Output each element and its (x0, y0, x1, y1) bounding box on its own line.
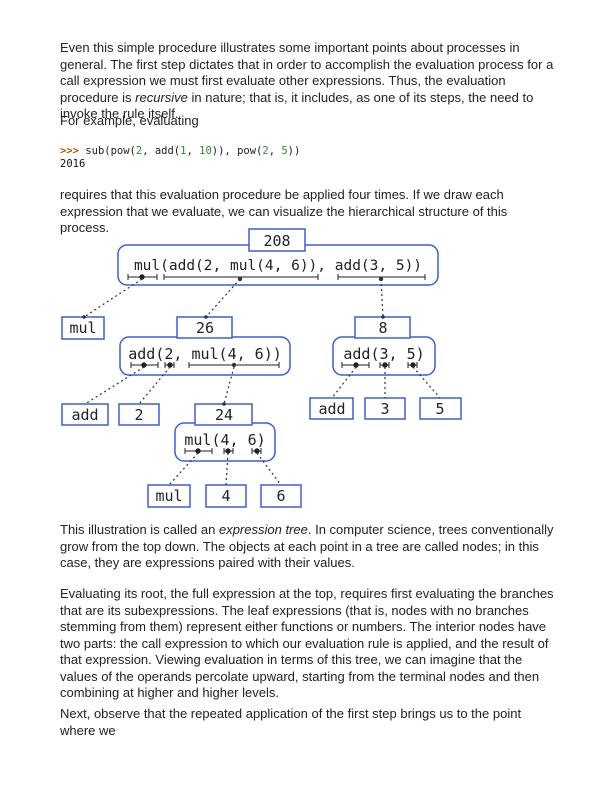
leaf-add-box (61, 403, 109, 426)
code-prompt: >>> (60, 145, 79, 157)
para1-text-end: in nature; that is, it includes, as one … (60, 89, 534, 122)
para1-text: Even this simple procedure illustrates s… (60, 40, 554, 105)
paragraph-recursion: Even this simple procedure illustrates s… (60, 40, 560, 123)
code-number: 10 (199, 145, 212, 157)
n8-value-text: 8 (378, 319, 387, 337)
code-input-line: >>> sub(pow(2, add(1, 10)), pow(2, 5)) (60, 145, 560, 158)
leaf-6-text: 6 (276, 487, 285, 505)
leaf-add-box-2 (309, 397, 354, 420)
paragraph-expression-tree: This illustration is called an expressio… (60, 522, 560, 572)
root-value-box (248, 228, 306, 252)
code-number: 5 (281, 145, 288, 157)
leaf-2-text: 2 (134, 406, 143, 424)
leaf-6-box (260, 484, 302, 508)
leaf-4-box (205, 484, 247, 508)
code-number: 2 (262, 145, 269, 157)
root-value-text: 208 (263, 232, 290, 250)
leaf-2-box (118, 403, 160, 426)
para4-emphasis: expression tree (218, 522, 308, 537)
leaf-5-box (419, 397, 462, 420)
leaf-mul-text: mul (69, 319, 96, 337)
root-expression-text: mul(add(2, mul(4, 6)), add(3, 5)) (134, 258, 422, 274)
n26-expression-text: add(2, mul(4, 6)) (128, 345, 282, 363)
code-example: >>> sub(pow(2, add(1, 10)), pow(2, 5)) 2… (60, 145, 560, 171)
code-segment: sub(pow( (85, 145, 136, 157)
n24-value-text: 24 (215, 406, 233, 424)
para4-text: This illustration is called an (60, 522, 219, 537)
code-segment: , add( (142, 145, 181, 157)
leaf-mul-box-2 (147, 484, 191, 508)
para4-text-end: . In computer science, trees conventiona… (60, 522, 554, 570)
leaf-add-text: add (71, 406, 98, 424)
leaf-5-text: 5 (435, 400, 444, 418)
para1-emphasis: recursive (135, 89, 188, 105)
n24-expression-text: mul(4, 6) (184, 431, 265, 449)
code-number: 2 (135, 145, 143, 157)
code-segment: )), pow( (211, 145, 263, 157)
code-segment: , (186, 145, 200, 157)
code-segment: )) (287, 145, 301, 157)
code-segment: , (268, 145, 282, 157)
paragraph-evaluating-root: Evaluating its root, the full expression… (60, 586, 554, 700)
code-output: 2016 (60, 158, 86, 170)
code-number: 1 (180, 145, 187, 157)
n8-expression-text: add(3, 5) (343, 345, 424, 363)
paragraph-next-observe: Next, observe that the repeated applicat… (60, 706, 522, 738)
leaf-3-text: 3 (380, 400, 389, 418)
leaf-mul-text-2: mul (155, 487, 182, 505)
leaf-4-text: 4 (221, 487, 230, 505)
paragraph-example-intro: For example, evaluating (60, 113, 199, 128)
n26-value-text: 26 (196, 319, 214, 337)
paragraph-apply-four-times: requires that this evaluation procedure … (60, 187, 508, 235)
leaf-add-text-2: add (318, 400, 345, 418)
